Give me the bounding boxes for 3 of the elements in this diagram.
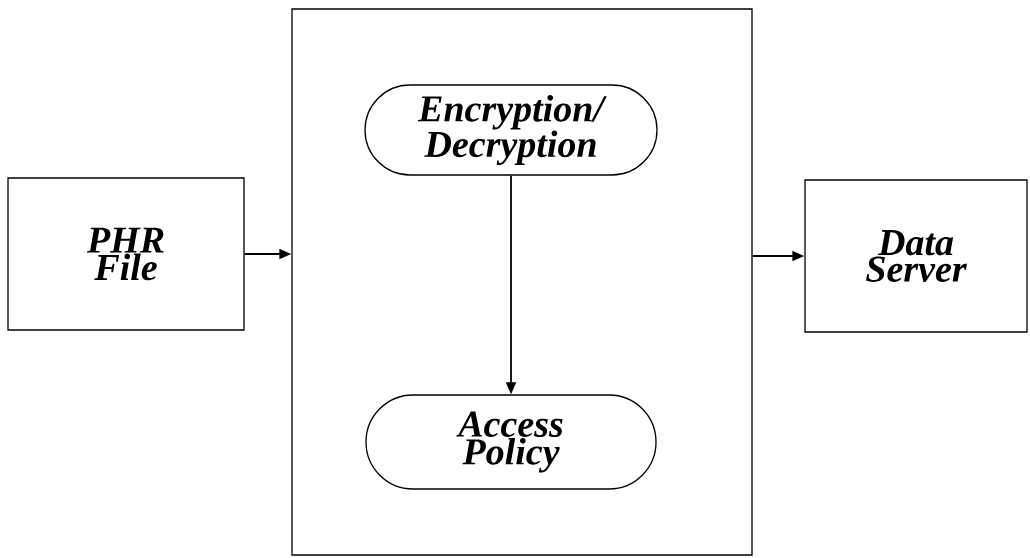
container-box (291, 8, 753, 556)
process-box: PHR File (7, 177, 245, 331)
process-box: Data Server (804, 179, 1028, 333)
